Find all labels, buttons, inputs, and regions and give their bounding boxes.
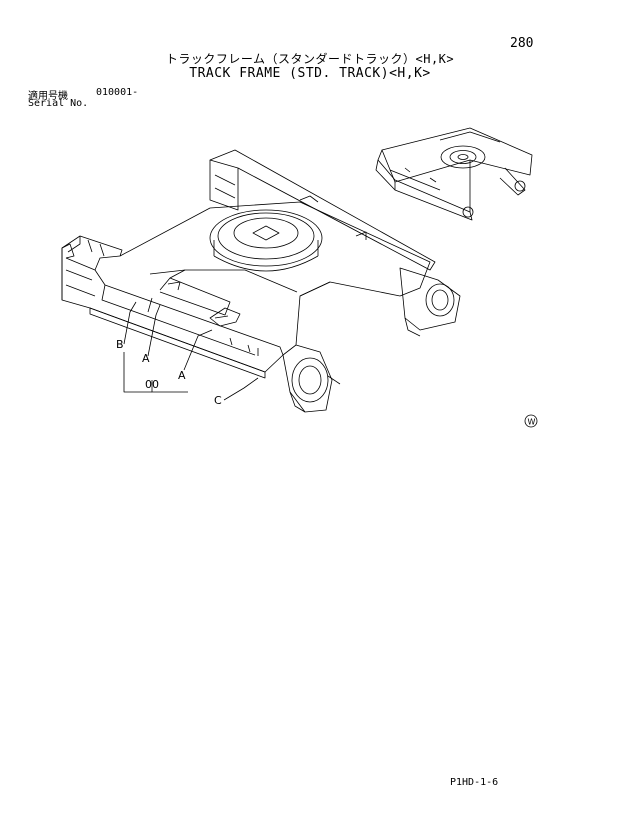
callout-b: B <box>116 338 124 351</box>
page-title-english: TRACK FRAME (STD. TRACK)<H,K> <box>189 66 431 81</box>
main-frame-drawing <box>61 149 461 413</box>
page-number: 280 <box>510 36 534 51</box>
page-title-japanese: トラックフレーム（スタンダードトラック）<H,K> <box>165 52 455 66</box>
callout-c: C <box>214 394 222 407</box>
callout-zero-zero: 00 <box>145 378 159 391</box>
w-symbol-circle <box>524 414 538 428</box>
serial-number-range: 010001- <box>96 87 139 98</box>
callout-leaders <box>123 301 259 401</box>
serial-label-japanese: 適用号機 <box>28 91 68 102</box>
callout-a-1: A <box>142 352 150 365</box>
serial-label-english: Serial No. <box>28 98 89 109</box>
inset-overview-drawing <box>375 127 533 221</box>
page-code: P1HD-1-6 <box>450 777 499 788</box>
w-symbol: W <box>528 418 536 427</box>
callout-a-2: A <box>178 369 186 382</box>
